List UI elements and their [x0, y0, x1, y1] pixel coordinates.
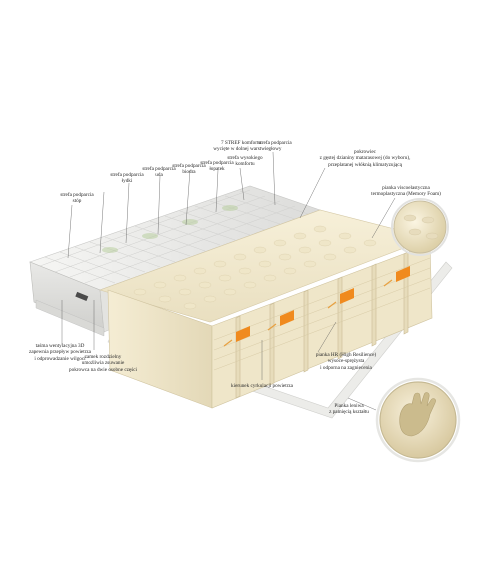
label-lazy-foam: Pianka leniwa z pamięcią kształtu: [329, 403, 369, 416]
egg-crate-bumps: [133, 225, 377, 310]
label-zipper: zamek rozdzielny umożliwia zsuwanie pokr…: [69, 354, 137, 373]
label-zone-calves: strefa podparcia łydki: [110, 172, 144, 185]
label-3d-tape: taśma wentylacyjna 3D zapewnia przepływ …: [29, 343, 91, 362]
airflow-channels: [236, 266, 410, 342]
airflow-arrows: [223, 279, 393, 347]
label-memory-foam: pianka viscoelastyczna termoplastyczna (…: [371, 185, 441, 198]
label-cover: pokrowiec z gęstej dzianiny matarasowej …: [319, 149, 411, 168]
brand-tag: [75, 291, 89, 302]
memory-foam-magnifier: [391, 198, 449, 256]
hand-impression: [399, 392, 436, 437]
label-zone-thighs: strefa podparcia uda: [142, 166, 176, 179]
label-zone-head: strefa podparcia głowy: [258, 140, 292, 153]
cover-green-print: [102, 205, 238, 253]
quilt-pattern: [39, 189, 309, 284]
mesh-band: [35, 299, 105, 337]
label-zone-feet: strefa podparcia stóp: [60, 192, 94, 205]
label-air-circulation: kierunek cyrkulacji powietrza: [231, 383, 293, 389]
leader-lines: [61, 151, 396, 411]
label-zone-high-comfort: strefa wysokiego komfortu: [227, 155, 263, 168]
label-zone-shoulders: strefa podparcia łopatek: [200, 160, 234, 173]
label-hr-foam: pianka HR (High Resilience) wysoce-spręż…: [315, 352, 377, 371]
hr-foam-side: [211, 243, 433, 409]
label-7-zones: 7 STREF komfortu wycięte w dolnej warstw…: [213, 140, 269, 153]
label-zone-hips: strefa podparcia biodra: [172, 163, 206, 176]
hand-print-magnifier: [375, 377, 461, 463]
